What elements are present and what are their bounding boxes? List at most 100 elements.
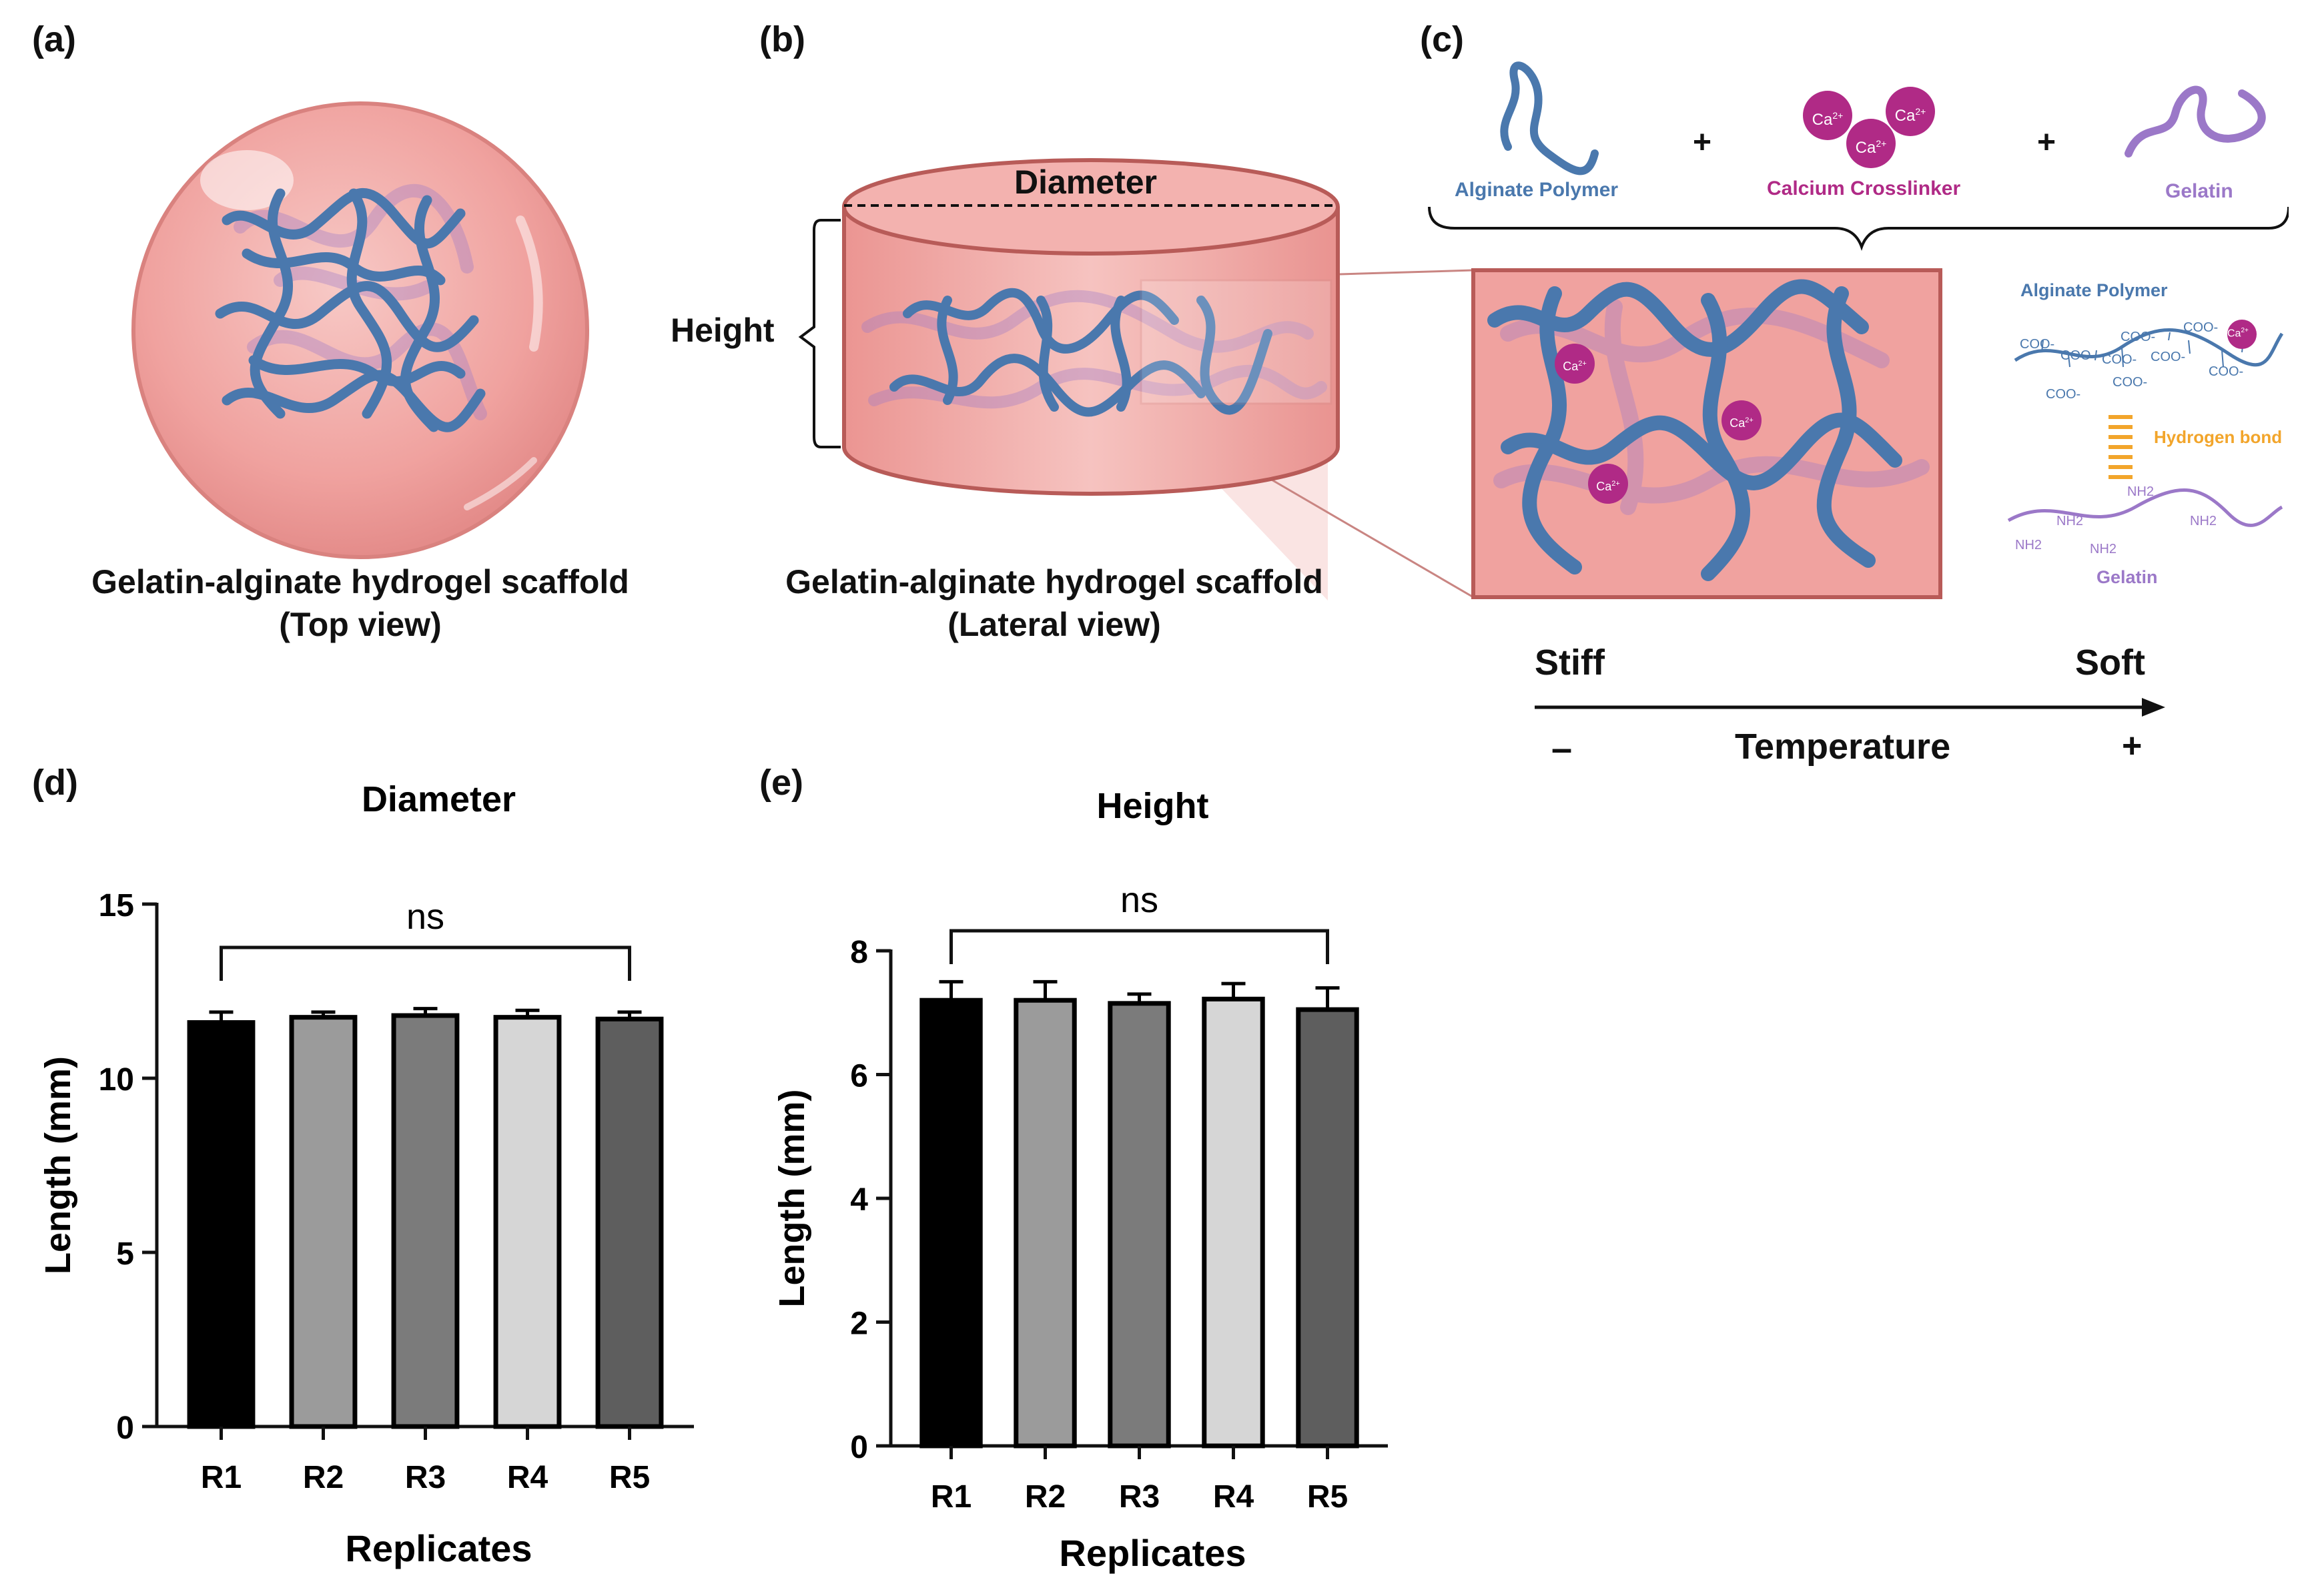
caption-b-line2: (Lateral view) [947,606,1161,643]
y-tick-label: 0 [116,1411,134,1446]
y-tick-label: 4 [850,1182,868,1218]
x-tick-label: R5 [1307,1479,1348,1515]
y-tick-label: 15 [99,888,134,923]
y-tick-label: 8 [850,935,868,970]
scheme-alginate-title: Alginate Polymer [2020,280,2168,300]
bar [1014,998,1077,1449]
chemical-scheme [2007,320,2284,527]
coo-group: COO- [2046,387,2081,402]
hydrogel-cylinder [842,207,1340,496]
panel-label-a: (a) [32,19,76,59]
significance-bracket [220,945,631,981]
y-tick-label: 2 [850,1306,868,1342]
x-tick-label: R5 [609,1460,650,1495]
x-axis-label: Replicates [345,1527,532,1569]
bar [1108,1001,1171,1449]
highlight-shape [200,150,294,210]
coo-group: COO- [2183,320,2219,335]
calcium-ion: Ca2+ [1803,91,1852,140]
calcium-ion: Ca2+ [1846,119,1896,168]
stiff-label: Stiff [1535,643,1605,683]
bar [493,1015,562,1429]
components-illustration [1428,61,2289,251]
temperature-arrow [1535,698,2165,717]
caption-b: Gelatin-alginate hydrogel scaffold (Late… [721,560,1388,646]
alginate-chain [2014,328,2284,367]
lateral-view-illustration [798,158,1942,601]
zoom-region [1140,279,1332,405]
x-tick-label: R2 [1025,1479,1066,1515]
coo-group: COO- [2020,337,2055,352]
calcium-ion-small [2227,320,2257,349]
nh2-group: NH2 [2127,484,2155,499]
calcium-ion: Ca2+ [1555,344,1595,384]
cylinder-alginate-network [889,288,1272,417]
calcium-ion-small-label: Ca2+ [2227,327,2249,340]
nh2-group: NH2 [2056,514,2084,528]
x-tick-label: R3 [405,1460,446,1495]
alginate-polymer-label: Alginate Polymer [1455,179,1619,201]
bar [595,1016,664,1429]
y-tick-label: 10 [99,1062,134,1098]
calcium-crosslinker-label: Calcium Crosslinker [1767,177,1961,200]
caption-a-line2: (Top view) [279,606,442,643]
coo-group: COO- [2121,330,2156,344]
x-tick-label: R4 [1213,1479,1254,1515]
panel-label-c: (c) [1420,19,1464,59]
panel-label-e: (e) [759,763,803,803]
caption-a: Gelatin-alginate hydrogel scaffold (Top … [27,560,694,646]
top-view-illustration [131,101,589,559]
x-tick-label: R4 [507,1460,548,1495]
significance-bracket [949,929,1329,964]
calcium-ion: Ca2+ [1721,400,1762,440]
soft-label: Soft [2075,643,2145,683]
significance-label: ns [406,897,444,937]
nh2-group: NH2 [2015,538,2042,552]
hydrogel-sphere [131,101,589,559]
diameter-label: Diameter [1014,163,1157,201]
significance-label: ns [1120,880,1158,920]
bar [919,998,983,1449]
coo-group: COO- [2113,375,2148,390]
bar [187,1020,256,1429]
temperature-label: Temperature [1735,727,1951,767]
y-tick-label: 0 [850,1430,868,1465]
panel-label-d: (d) [32,763,78,803]
chart-title: Height [1097,786,1209,826]
bar [1296,1007,1359,1449]
plus-sign: + [2037,125,2056,160]
calcium-ion: Ca2+ [1588,464,1628,504]
bar [289,1015,358,1429]
height-label: Height [671,312,775,349]
coo-group: COO- [2102,352,2137,367]
y-axis-label: Length (mm) [772,1090,812,1308]
gelatin-icon [2125,85,2266,157]
panel-label-b: (b) [759,19,805,59]
x-tick-label: R1 [931,1479,972,1515]
caption-b-line1: Gelatin-alginate hydrogel scaffold [785,563,1323,601]
y-tick-label: 6 [850,1059,868,1094]
x-tick-label: R3 [1119,1479,1160,1515]
plus-label: + [2122,727,2143,765]
x-tick-label: R1 [201,1460,242,1495]
caption-a-line1: Gelatin-alginate hydrogel scaffold [91,563,629,601]
gelatin-chain [2007,488,2283,527]
bracket-icon [1428,206,2289,251]
coo-group: COO- [2151,350,2186,364]
y-tick-label: 5 [116,1236,134,1272]
height-brace [798,219,841,448]
minus-label: – [1551,727,1573,769]
gelatin-label: Gelatin [2165,180,2233,202]
alginate-network [215,187,486,432]
chart-title: Diameter [362,779,516,819]
x-tick-label: R2 [303,1460,344,1495]
coo-group: COO- [2060,348,2096,363]
alginate-polymer-icon [1500,61,1599,175]
bar [391,1013,460,1429]
nh2-group: NH2 [2190,514,2217,528]
y-axis-label: Length (mm) [38,1056,78,1274]
scheme-gelatin-title: Gelatin [2096,567,2158,587]
x-axis-label: Replicates [1059,1532,1246,1574]
